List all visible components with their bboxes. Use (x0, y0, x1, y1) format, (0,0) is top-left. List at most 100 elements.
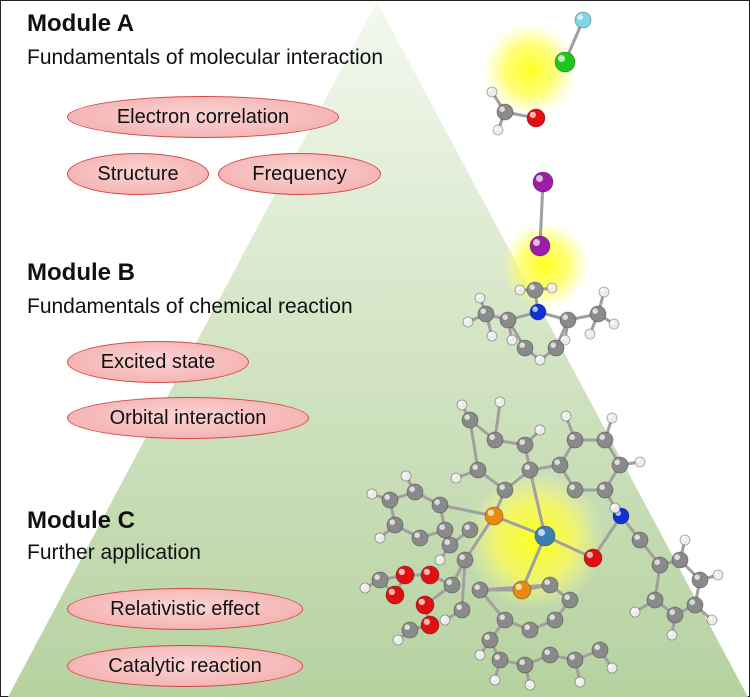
atom-c (596, 431, 614, 449)
topic-pill-relativistic-effect: Relativistic effect (67, 588, 303, 630)
atom-h (606, 662, 618, 674)
atom-c (496, 611, 514, 629)
atom-o (420, 615, 440, 635)
atom-c (481, 631, 499, 649)
atom-c (443, 576, 461, 594)
atom-c (436, 521, 454, 539)
atom-c (496, 103, 514, 121)
atom-c (496, 481, 514, 499)
atom-h (534, 424, 546, 436)
module-a-subtitle: Fundamentals of molecular interaction (27, 46, 384, 69)
atom-h (392, 634, 404, 646)
atom-h (486, 86, 498, 98)
atom-h (514, 284, 526, 296)
atom-c (691, 571, 709, 589)
bond (438, 503, 496, 518)
atom-h (359, 582, 371, 594)
bond (460, 558, 467, 612)
molecule-atoms (359, 11, 724, 691)
atom-c (566, 481, 584, 499)
atom-c (381, 491, 399, 509)
atom-n (529, 303, 547, 321)
atom-c (526, 281, 544, 299)
atom-cl (554, 51, 576, 73)
topic-pill-frequency: Frequency (218, 153, 381, 195)
atom-c (589, 305, 607, 323)
atom-c (411, 529, 429, 547)
atom-o (415, 595, 435, 615)
atom-c (559, 311, 577, 329)
atom-o (395, 565, 415, 585)
atom-h (574, 676, 586, 688)
atom-i (532, 171, 554, 193)
atom-h (450, 472, 462, 484)
bond (528, 468, 547, 538)
atom-h (546, 282, 558, 294)
atom-h (534, 354, 546, 366)
atom-h (706, 614, 718, 626)
atom-h (598, 286, 610, 298)
atom-c (561, 591, 579, 609)
atom-c (686, 596, 704, 614)
atom-c (521, 461, 539, 479)
atom-c (566, 431, 584, 449)
atom-c (666, 606, 684, 624)
module-a-title: Module A (27, 10, 135, 37)
atom-c (461, 521, 479, 539)
highlight-glow-b (500, 220, 590, 310)
atom-c (386, 516, 404, 534)
atom-i (529, 235, 551, 257)
atom-c (471, 581, 489, 599)
atom-c (516, 436, 534, 454)
atom-h (494, 396, 506, 408)
atom-c (646, 591, 664, 609)
topic-pill-excited-state: Excited state (67, 341, 249, 383)
atom-c (541, 576, 559, 594)
atom-c (546, 611, 564, 629)
atom-m (534, 525, 556, 547)
atom-o (526, 108, 546, 128)
atom-h (560, 410, 572, 422)
atom-h (634, 456, 646, 468)
topic-pill-electron-correlation: Electron correlation (67, 96, 339, 138)
module-b-subtitle: Fundamentals of chemical reaction (27, 295, 353, 318)
atom-h (374, 532, 386, 544)
bond (468, 418, 480, 472)
topic-pill-catalytic-reaction: Catalytic reaction (67, 645, 303, 687)
atom-c (671, 551, 689, 569)
topic-pill-structure: Structure (67, 153, 209, 195)
atom-h (489, 674, 501, 686)
atom-c (477, 305, 495, 323)
highlight-glow-a (482, 22, 578, 118)
atom-c (541, 646, 559, 664)
atom-c (469, 461, 487, 479)
atom-c (371, 571, 389, 589)
atom-c (431, 496, 449, 514)
atom-c (491, 651, 509, 669)
atom-c (461, 411, 479, 429)
atom-h (400, 470, 412, 482)
module-b-title: Module B (27, 259, 135, 286)
atom-c (401, 621, 419, 639)
atom-c (547, 339, 565, 357)
atom-h (524, 679, 536, 691)
atom-h (366, 488, 378, 500)
atom-h (679, 534, 691, 546)
atom-h (439, 614, 451, 626)
atom-c (611, 456, 629, 474)
atom-o (385, 585, 405, 605)
atom-c (441, 536, 459, 554)
atom-h (506, 334, 518, 346)
atom-h (629, 606, 641, 618)
atom-c (406, 483, 424, 501)
atom-c (651, 556, 669, 574)
atom-h (606, 412, 618, 424)
atom-h (474, 292, 486, 304)
atom-p (484, 506, 504, 526)
atom-h (474, 649, 486, 661)
atom-o (583, 548, 603, 568)
atom-c (591, 641, 609, 659)
atom-c (499, 311, 517, 329)
atom-h (608, 318, 620, 330)
